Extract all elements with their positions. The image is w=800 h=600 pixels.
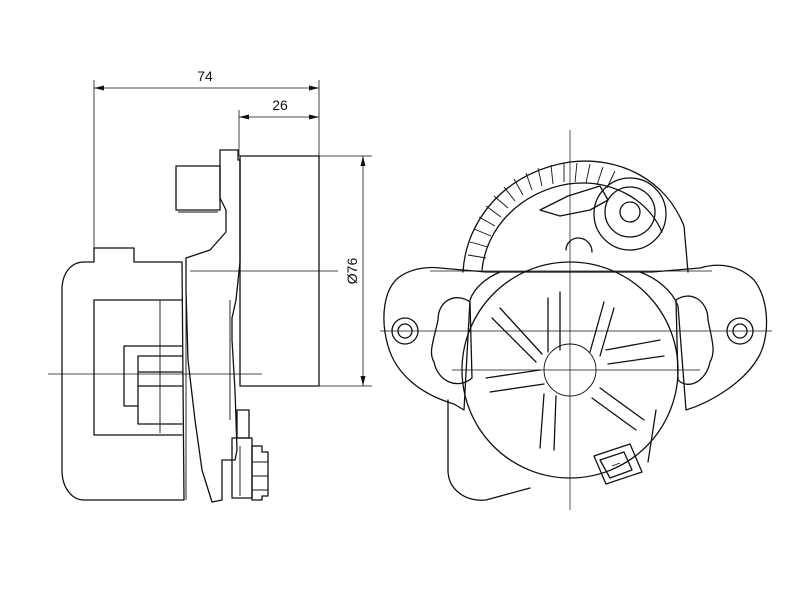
idler-wheel [593,177,667,251]
upper-connector [175,165,221,211]
pulley-grooves [467,162,616,259]
dimension-pulley-width: 26 [238,97,319,156]
dimension-label-pulley-width: 26 [272,97,288,113]
dimension-label-overall-width: 74 [197,68,213,84]
lower-connector [231,409,269,501]
cover-connector [593,443,643,485]
dimension-overall-width: 74 [93,68,320,250]
lower-bracket [447,399,531,501]
front-view [380,130,772,510]
tensioner-arm [539,185,609,217]
dimension-label-pulley-diameter: Ø76 [344,258,360,285]
housing-inner-frame [93,299,183,436]
mounting-flange [383,264,768,411]
dimension-pulley-diameter: Ø76 [319,155,372,387]
left-flange-pocket [430,297,473,385]
motor-housing [61,247,185,501]
drive-shaft [123,345,183,425]
side-view: 74 26 Ø76 [48,68,372,503]
cover-spokes [485,291,665,451]
right-flange-pocket [675,295,714,385]
mounting-plate [185,149,241,503]
